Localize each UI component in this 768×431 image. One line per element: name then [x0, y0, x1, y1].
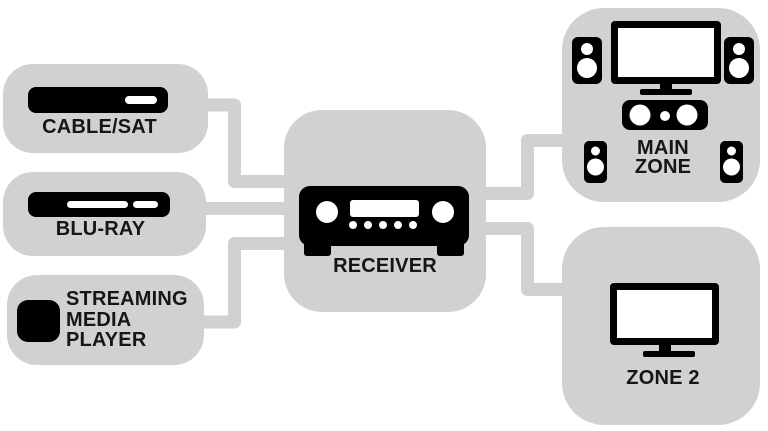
- front-left-speaker-icon: [572, 37, 602, 84]
- main-zone-label: MAIN ZONE: [634, 137, 692, 178]
- disc-slot: [67, 201, 128, 208]
- cable-box-icon: [28, 87, 168, 113]
- zone-2-label: ZONE 2: [626, 367, 700, 389]
- connector-receiver-to-main-zone: [478, 134, 570, 200]
- blu-ray-player-icon: [28, 192, 170, 217]
- zone-2-node: ZONE 2: [562, 227, 760, 425]
- connector-cable-sat-to-receiver: [198, 98, 292, 188]
- streaming-media-player-node: STREAMING MEDIA PLAYER: [7, 275, 204, 365]
- blu-ray-node: BLU-RAY: [3, 172, 206, 256]
- main-zone-tv-icon: [611, 21, 721, 95]
- front-right-speaker-icon: [724, 37, 754, 84]
- surround-left-speaker-icon: [584, 141, 607, 183]
- streaming-media-player-label: STREAMING MEDIA PLAYER: [66, 288, 188, 351]
- av-receiver-icon: [299, 186, 469, 256]
- surround-speaker-system-icon: [572, 21, 754, 183]
- blu-ray-led: [133, 201, 158, 208]
- main-zone-node: MAIN ZONE: [562, 8, 760, 202]
- connector-receiver-to-zone-2: [478, 222, 570, 296]
- blu-ray-label: BLU-RAY: [55, 218, 146, 240]
- center-channel-speaker-icon: [622, 100, 708, 130]
- cable-sat-label: CABLE/SAT: [42, 116, 157, 138]
- tv-icon: [610, 283, 719, 357]
- connector-streaming-to-receiver: [198, 237, 292, 329]
- receiver-node: RECEIVER: [284, 110, 486, 312]
- receiver-label: RECEIVER: [333, 255, 437, 277]
- streaming-media-player-icon: [17, 300, 60, 342]
- cable-box-led: [125, 96, 157, 104]
- cable-sat-node: CABLE/SAT: [3, 64, 208, 153]
- surround-right-speaker-icon: [720, 141, 743, 183]
